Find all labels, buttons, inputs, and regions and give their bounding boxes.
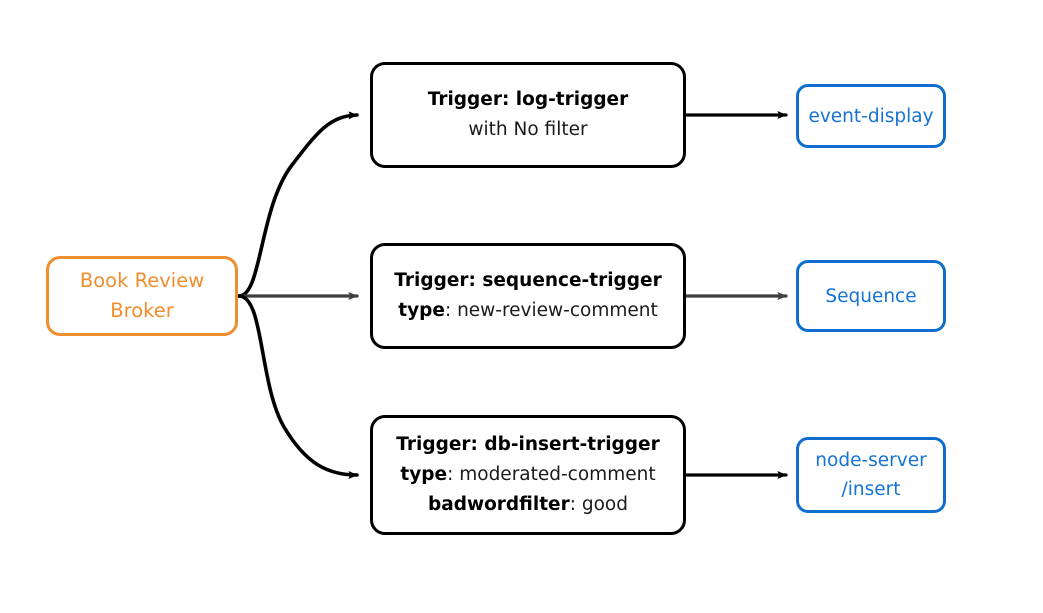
node-trigger-sequence-trigger[interactable]: Trigger: sequence-trigger type: new-revi…	[370, 243, 686, 349]
node-node-server-insert[interactable]: node-server /insert	[796, 437, 946, 513]
broker-label-line1: Book Review	[79, 269, 205, 292]
event-display-label: event-display	[808, 105, 934, 127]
node-server-label-line1: node-server	[815, 450, 927, 471]
db-insert-trigger-line3: badwordfilter: good	[428, 494, 628, 515]
sequence-trigger-line1: Trigger: sequence-trigger	[394, 270, 662, 291]
node-trigger-db-insert-trigger[interactable]: Trigger: db-insert-trigger type: moderat…	[370, 415, 686, 535]
log-trigger-line1: Trigger: log-trigger	[427, 89, 629, 110]
node-server-label-line2: /insert	[841, 479, 901, 500]
edge-broker-to-log-trigger	[237, 111, 359, 298]
edge-broker-to-db-insert-trigger	[237, 294, 359, 479]
node-sequence[interactable]: Sequence	[796, 260, 946, 332]
node-book-review-broker[interactable]: Book Review Broker	[46, 256, 238, 336]
node-event-display[interactable]: event-display	[796, 84, 946, 148]
log-trigger-line2: with No filter	[468, 119, 588, 140]
sequence-trigger-line2: type: new-review-comment	[398, 300, 658, 321]
sequence-label: Sequence	[825, 285, 917, 307]
db-insert-trigger-line2: type: moderated-comment	[400, 464, 656, 485]
broker-label-line2: Broker	[110, 299, 174, 322]
db-insert-trigger-line1: Trigger: db-insert-trigger	[396, 434, 660, 455]
node-trigger-log-trigger[interactable]: Trigger: log-trigger with No filter	[370, 62, 686, 168]
